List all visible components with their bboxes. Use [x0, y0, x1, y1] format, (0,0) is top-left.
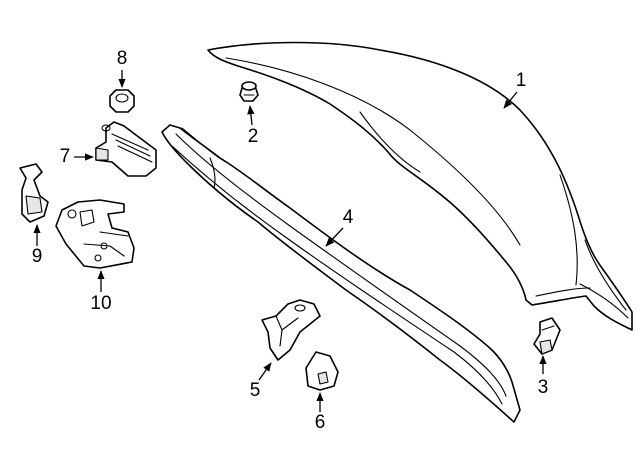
callout-4-leader [325, 227, 344, 247]
callout-5-leader [258, 362, 272, 381]
callout-4[interactable]: 4 [343, 207, 354, 228]
callout-2[interactable]: 2 [248, 126, 259, 147]
callout-10[interactable]: 10 [90, 293, 111, 314]
latch-assembly-part[interactable] [55, 199, 135, 269]
release-handle-part[interactable] [19, 163, 49, 223]
callout-1[interactable]: 1 [516, 70, 527, 91]
lid-bumper-part[interactable] [533, 317, 561, 355]
lock-actuator-part[interactable] [95, 121, 157, 177]
callout-6[interactable]: 6 [315, 412, 326, 433]
callout-1-leader [503, 91, 518, 109]
striker-bracket-part[interactable] [305, 351, 339, 391]
weatherstrip-part[interactable] [161, 124, 521, 423]
callout-8[interactable]: 8 [117, 48, 128, 69]
callout-7[interactable]: 7 [60, 146, 71, 167]
callout-3[interactable]: 3 [538, 377, 549, 398]
callout-2-leader [247, 105, 255, 126]
hinge-bracket-part[interactable] [261, 299, 321, 361]
nut-part[interactable] [109, 89, 135, 113]
callout-9[interactable]: 9 [32, 246, 43, 267]
bumper-stop-part[interactable] [239, 81, 259, 102]
callout-5[interactable]: 5 [250, 380, 261, 401]
trunk-lid-part[interactable] [207, 41, 633, 331]
